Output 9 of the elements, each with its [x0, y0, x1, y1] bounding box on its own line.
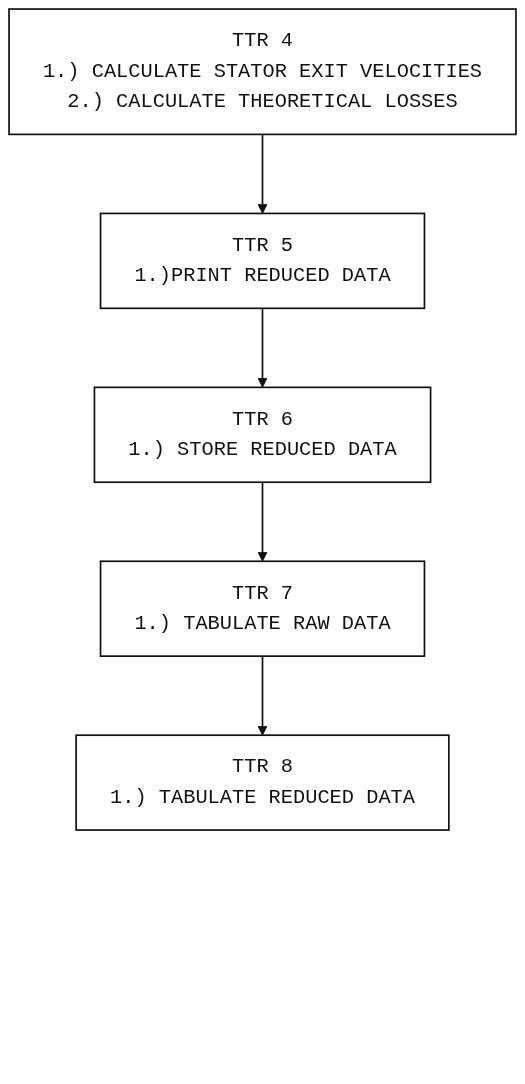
arrow — [257, 307, 268, 388]
node-box: TTR 4 1.) CALCULATE STATOR EXIT VELOCITIES 2.) CALCULATE THEORETICAL LOSSES — [8, 8, 517, 136]
arrow — [257, 133, 268, 214]
node-box: TTR 7 1.) TABULATE RAW DATA — [99, 560, 426, 657]
node-box: TTR 6 1.) STORE REDUCED DATA — [93, 386, 432, 484]
node-box: TTR 5 1.)PRINT REDUCED DATA — [99, 212, 426, 310]
arrow — [257, 481, 268, 562]
arrow — [257, 655, 268, 736]
node-box: TTR 8 1.) TABULATE REDUCED DATA — [75, 734, 450, 831]
